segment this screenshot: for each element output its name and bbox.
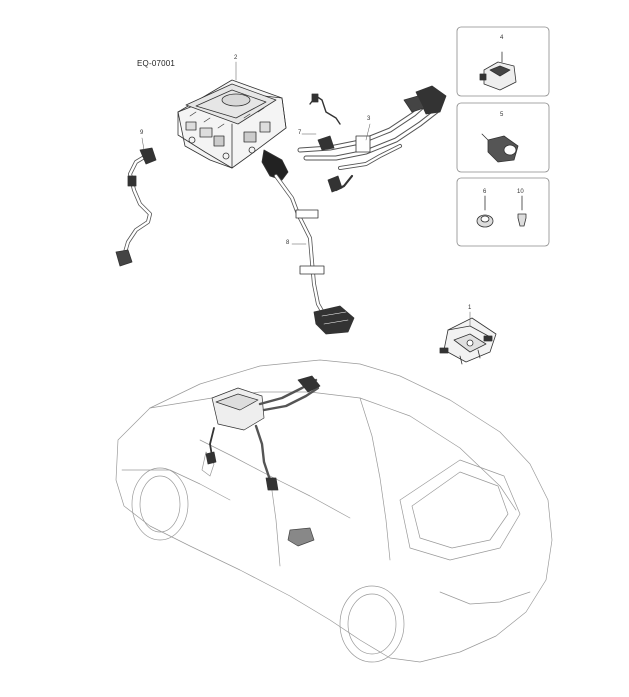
part-4-bracket[interactable] <box>479 51 517 91</box>
harness-8[interactable] <box>274 174 355 335</box>
hose-9[interactable] <box>115 147 157 267</box>
inset-4 <box>456 26 550 97</box>
inverter-unit[interactable] <box>177 79 289 181</box>
callout-2[interactable]: 2 <box>234 55 238 61</box>
part-6-nut[interactable] <box>476 195 494 228</box>
vehicle-outline <box>115 359 553 663</box>
callout-6[interactable]: 6 <box>483 189 487 195</box>
inset-5 <box>456 102 550 173</box>
callout-8[interactable]: 8 <box>286 240 290 246</box>
bracket-1[interactable] <box>439 317 497 365</box>
callout-10[interactable]: 10 <box>517 189 524 195</box>
callout-3[interactable]: 3 <box>367 116 371 122</box>
callout-5[interactable]: 5 <box>500 112 504 118</box>
diagram-code: EQ-07001 <box>137 59 176 68</box>
callout-7[interactable]: 7 <box>298 130 302 136</box>
leader-lines <box>141 61 471 327</box>
vehicle-components <box>205 375 321 491</box>
harness-3[interactable] <box>297 85 447 193</box>
callout-4[interactable]: 4 <box>500 35 504 41</box>
callout-1[interactable]: 1 <box>468 305 472 311</box>
inset-6-10 <box>456 177 550 247</box>
callout-9[interactable]: 9 <box>140 130 144 136</box>
part-10-bolt[interactable] <box>517 195 527 227</box>
part-5-insulator[interactable] <box>481 133 519 163</box>
